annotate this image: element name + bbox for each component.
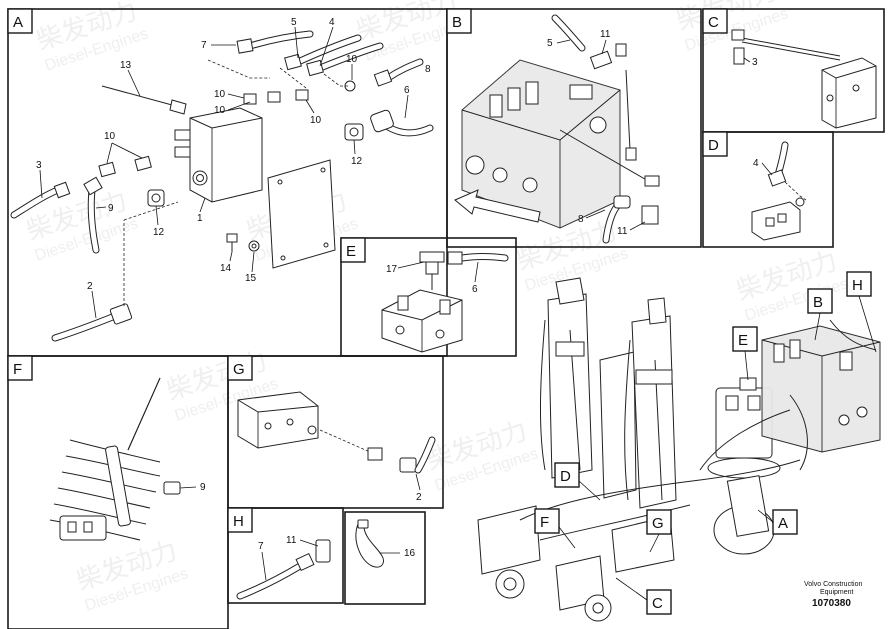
callout-label: 1 [197,213,203,224]
callout-label: 4 [753,158,759,169]
reference-company-line1: Volvo Construction [804,581,862,588]
callout-label: 4 [329,17,335,28]
undercarriage [477,505,675,622]
callout-label: 9 [200,482,206,493]
callout-label: 2 [87,281,93,292]
callout-label: 8 [578,214,584,225]
panel-clip-frame [344,511,426,605]
callout-label: 12 [153,227,165,238]
callout-label: 9 [108,203,114,214]
panel-d-frame [702,131,834,248]
panel-h-tag [227,507,253,533]
valve-block [174,107,263,203]
callout-label: 7 [258,541,264,552]
svg-text:E: E [738,332,748,349]
callout-label: 6 [472,284,478,295]
panel-g-tag [227,355,253,381]
hose-3 [10,181,71,219]
overview-tag-b: B [807,288,833,341]
panel-c-tag [702,8,728,34]
svg-text:C: C [652,595,663,612]
callout-label: 3 [752,57,758,68]
panel-e: E 17 6 [340,237,517,357]
callout-label: 10 [310,115,322,126]
callout-label: 10 [214,89,226,100]
callout-label: 17 [386,264,398,275]
callout-label: 10 [104,131,116,142]
panel-h: H 11 7 [227,507,344,604]
callout-label: 10 [346,54,358,65]
panel-f-tag [7,355,33,381]
callout-label: 10 [214,105,226,116]
callout-label: 14 [220,263,232,274]
watermark: 柴发动力 Diesel-Engines [733,245,851,325]
callout-label: 5 [291,17,297,28]
panel-a-tag-label: A [13,14,23,31]
panel-clip: 16 [344,511,426,605]
overview-machine: B H E D F G A [477,271,881,622]
callout-label: 7 [201,40,207,51]
callout-label: 12 [351,156,363,167]
callout-label: 15 [245,273,257,284]
svg-text:A: A [778,515,788,532]
callout-label: 13 [120,60,132,71]
panel-a: A [7,8,448,357]
panel-f-tag-label: F [13,361,22,378]
control-valve [461,59,621,229]
svg-text:H: H [852,277,863,294]
direction-arrow [454,189,541,223]
watermark: 柴发动力 Diesel-Engines [33,0,151,75]
callout-label: 16 [404,548,416,559]
callout-label: 6 [404,85,410,96]
panel-g: G 2 [227,355,444,509]
overview-tag-h: H [846,271,877,353]
reference-block: Volvo Construction Equipment 1070380 [804,581,862,609]
reference-company-line2: Equipment [820,589,854,596]
panel-d-tag [702,131,728,157]
panel-h-tag-label: H [233,513,244,530]
callout-label: 11 [286,535,297,546]
panel-b-frame [446,8,702,248]
panel-e-tag-label: E [346,243,356,260]
callout-label: 11 [617,226,628,237]
watermark: 柴发动力 Diesel-Engines [423,415,541,495]
panel-b-tag [446,8,472,34]
boom-cylinders [547,277,677,509]
overview-tag-c: C [615,577,672,615]
callout-group-a: 7 5 4 13 10 8 10 10 6 10 3 9 12 1 [36,17,431,319]
panel-d: D 4 [702,131,834,248]
callout-label: 2 [416,492,422,503]
overview-tag-f: F [534,508,576,549]
reference-number: 1070380 [812,598,851,609]
svg-text:G: G [652,515,664,532]
panel-b: B 5 [446,8,702,248]
panel-e-tag [340,237,366,263]
main-control-valve [761,325,881,453]
svg-text:B: B [813,294,823,311]
callout-label: 3 [36,160,42,171]
panel-d-tag-label: D [708,137,719,154]
watermark: 柴发动力 Diesel-Engines [73,535,191,615]
svg-text:D: D [560,468,571,485]
panel-c-tag-label: C [708,14,719,31]
overview-tag-d: D [554,462,601,501]
callout-label: 5 [547,38,553,49]
panel-b-tag-label: B [452,14,462,31]
panel-a-tag [7,8,33,34]
overview-tag-e: E [732,326,758,381]
panel-g-tag-label: G [233,361,245,378]
callout-label: 8 [425,64,431,75]
overview-tag-g: G [646,509,672,553]
panel-h-frame [227,507,344,604]
svg-text:F: F [540,514,549,531]
overview-tag-a: A [757,509,798,535]
cover-plate [267,159,336,269]
callout-label: 11 [600,29,611,40]
